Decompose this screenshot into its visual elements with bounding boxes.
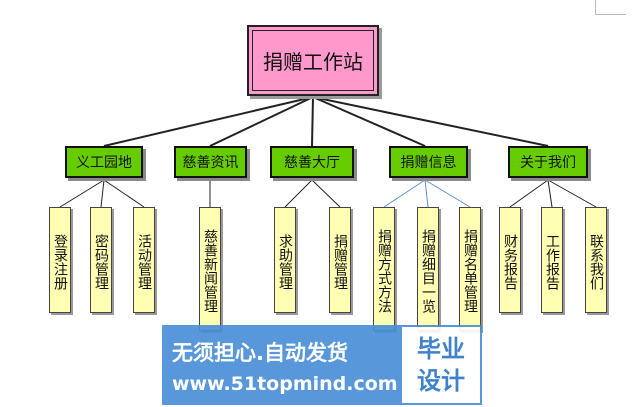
- watermark-logo-bottom: 设计: [417, 367, 465, 395]
- watermark-banner: 无须担心.自动发货 www.51topmind.com 毕业 设计: [162, 325, 482, 405]
- leaf-label: 工作报告: [544, 233, 560, 290]
- connector-cat3-leaf1: [284, 179, 313, 208]
- connector-cat1-leaf1: [59, 179, 105, 208]
- connector-cat4-leaf2: [424, 179, 429, 208]
- category-label: 慈善大厅: [284, 155, 340, 171]
- leaf-label: 联系我们: [588, 233, 604, 290]
- connector-cat4-leaf3: [424, 179, 471, 208]
- root-node-inner-border: [252, 30, 374, 91]
- leaf-node: 财务报告: [499, 207, 521, 313]
- leaf-label: 捐赠名单管理: [462, 228, 478, 313]
- leaf-node: 密码管理: [90, 207, 112, 313]
- leaf-node: 捐赠细目一览: [417, 207, 439, 331]
- leaf-label: 捐赠管理: [332, 233, 348, 290]
- category-label: 捐赠信息: [400, 155, 457, 171]
- category-label: 义工园地: [76, 155, 132, 171]
- connector-cat1-leaf3: [103, 179, 145, 208]
- connector-root-cat4: [312, 96, 426, 147]
- category-label: 关于我们: [520, 155, 576, 171]
- leaf-node: 捐赠方式方法: [373, 207, 395, 331]
- leaf-label: 慈善新闻管理: [202, 228, 218, 313]
- connector-root-cat1: [103, 96, 314, 147]
- connector-root-cat5: [312, 96, 549, 147]
- leaf-node: 工作报告: [541, 207, 563, 313]
- category-label: 慈善资讯: [182, 155, 239, 171]
- category-node-about: 关于我们: [508, 146, 588, 178]
- leaf-label: 密码管理: [93, 233, 109, 290]
- connector-cat1-leaf2: [100, 179, 105, 208]
- page-corner-mark: [595, 0, 626, 15]
- root-node-label: 捐赠工作站: [263, 50, 363, 74]
- leaf-node: 慈善新闻管理: [199, 207, 221, 331]
- watermark-url: www.51topmind.com: [172, 373, 398, 395]
- category-node-news: 慈善资讯: [174, 146, 247, 178]
- leaf-label: 捐赠方式方法: [376, 228, 392, 313]
- leaf-node: 求助管理: [274, 207, 296, 313]
- leaf-node: 捐赠名单管理: [459, 207, 481, 331]
- connector-root-cat2: [209, 96, 314, 147]
- category-node-donation-info: 捐赠信息: [389, 146, 468, 178]
- root-node: 捐赠工作站: [247, 25, 379, 96]
- connector-cat5-leaf2: [547, 179, 553, 208]
- leaf-node: 活动管理: [133, 207, 155, 313]
- connector-cat4-leaf1: [383, 179, 426, 208]
- leaf-label: 捐赠细目一览: [420, 228, 436, 313]
- category-node-volunteer: 义工园地: [65, 146, 143, 178]
- leaf-label: 活动管理: [136, 233, 152, 290]
- watermark-text-block: 无须担心.自动发货 www.51topmind.com: [162, 325, 398, 405]
- connector-cat5-leaf3: [547, 179, 597, 208]
- leaf-label: 登录注册: [52, 233, 68, 290]
- leaf-label: 求助管理: [277, 233, 293, 290]
- watermark-logo: 毕业 设计: [402, 327, 480, 403]
- leaf-label: 财务报告: [502, 233, 518, 290]
- connector-cat3-leaf2: [311, 179, 341, 208]
- leaf-node: 联系我们: [585, 207, 607, 313]
- connector-cat5-leaf1: [509, 179, 549, 208]
- leaf-node: 登录注册: [49, 207, 71, 313]
- watermark-logo-top: 毕业: [417, 335, 465, 363]
- category-node-hall: 慈善大厅: [270, 146, 354, 178]
- connector-root-cat3: [311, 96, 314, 147]
- watermark-slogan: 无须担心.自动发货: [172, 341, 348, 365]
- leaf-node: 捐赠管理: [329, 207, 351, 313]
